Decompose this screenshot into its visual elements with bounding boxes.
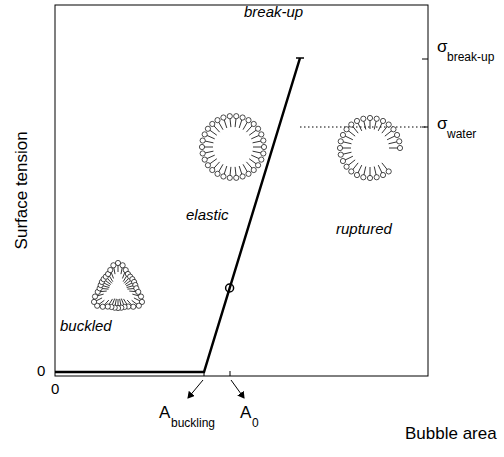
tick-label: 0: [51, 381, 59, 398]
symbol-label: A: [159, 404, 170, 423]
water-level-line: [300, 127, 428, 128]
symbol-label: A: [240, 404, 251, 423]
symbol-label: σ: [437, 115, 448, 134]
subscript-label: 0: [252, 417, 259, 430]
state-label: buckled: [60, 318, 112, 335]
pointer-arrow: [188, 380, 203, 398]
state-label: ruptured: [336, 221, 392, 238]
break-up-mark: [296, 57, 304, 59]
axes-frame: [55, 5, 428, 376]
symbol-label: σ: [437, 38, 448, 57]
state-label: break-up: [244, 4, 303, 21]
subscript-label: break-up: [447, 51, 494, 64]
subscript-label: buckling: [171, 417, 215, 430]
state-label: elastic: [186, 207, 229, 224]
subscript-label: water: [447, 128, 476, 141]
bubble-illustrations: [91, 114, 402, 311]
a0-marker: [226, 284, 234, 292]
axis-title: Bubble area: [405, 425, 497, 444]
pointer-arrow: [231, 380, 244, 398]
tick-label: 0: [37, 363, 45, 380]
axis-title: Surface tension: [13, 131, 32, 249]
tension-curve: [55, 58, 300, 372]
